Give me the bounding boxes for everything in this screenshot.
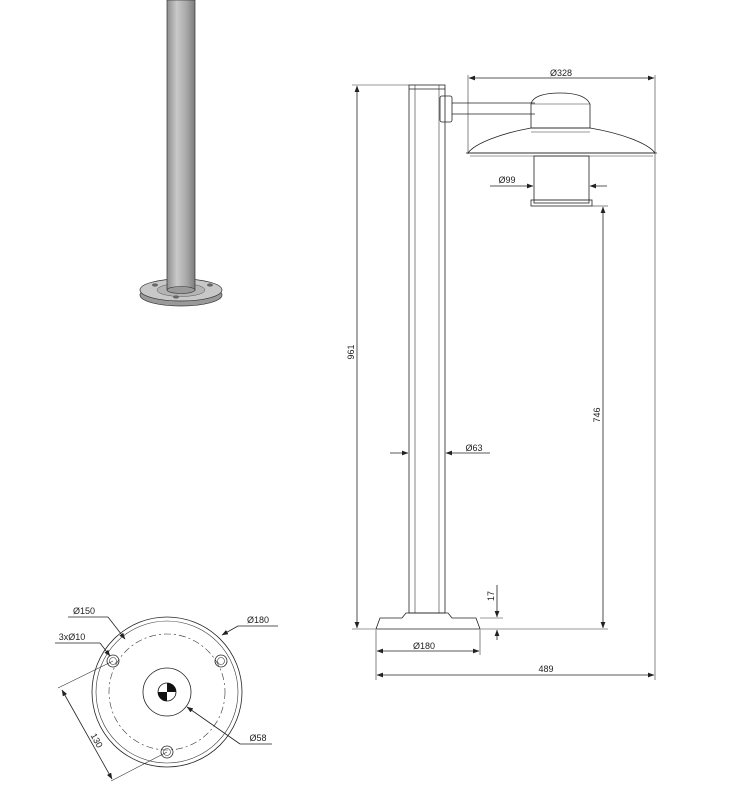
pole [408,84,446,614]
bolt-hole [106,654,120,668]
dim-base-diameter: Ø180 [413,641,435,651]
reflector [533,155,590,204]
dim-light-height: 746 [592,407,602,422]
perspective-view [139,0,223,307]
lamp-dome [530,92,591,129]
arm-bracket [439,95,453,123]
side-elevation: Ø328 Ø99 961 746 Ø63 17 Ø180 489 [346,68,657,680]
plan-center-hole-label: Ø58 [249,733,266,743]
base-plan-view: Ø150 3xØ10 Ø180 Ø58 130 [55,606,278,782]
perspective-pole [166,0,196,291]
dim-head-diameter: Ø328 [550,68,572,78]
dim-total-width: 489 [538,664,553,674]
center-mark-icon [157,682,177,702]
perspective-pole-foot [166,286,196,294]
perspective-bolt-hole [207,283,213,287]
plan-bolt-circle-label: Ø150 [73,606,95,616]
dim-base-height: 17 [486,591,496,601]
bolt-hole [214,654,228,668]
perspective-bolt-hole [152,283,158,287]
dim-reflector-diameter: Ø99 [498,175,515,185]
bolt-hole [160,745,174,759]
dim-total-height: 961 [346,344,356,359]
plan-holes-label: 3xØ10 [59,632,86,642]
center-hole [142,667,192,717]
plan-outer-diameter-label: Ø180 [247,615,269,625]
plan-hole-spacing-label: 130 [89,732,105,750]
perspective-bolt-hole [173,295,179,299]
base-plate-elevation [375,612,481,630]
dim-pole-diameter: Ø63 [465,443,482,453]
